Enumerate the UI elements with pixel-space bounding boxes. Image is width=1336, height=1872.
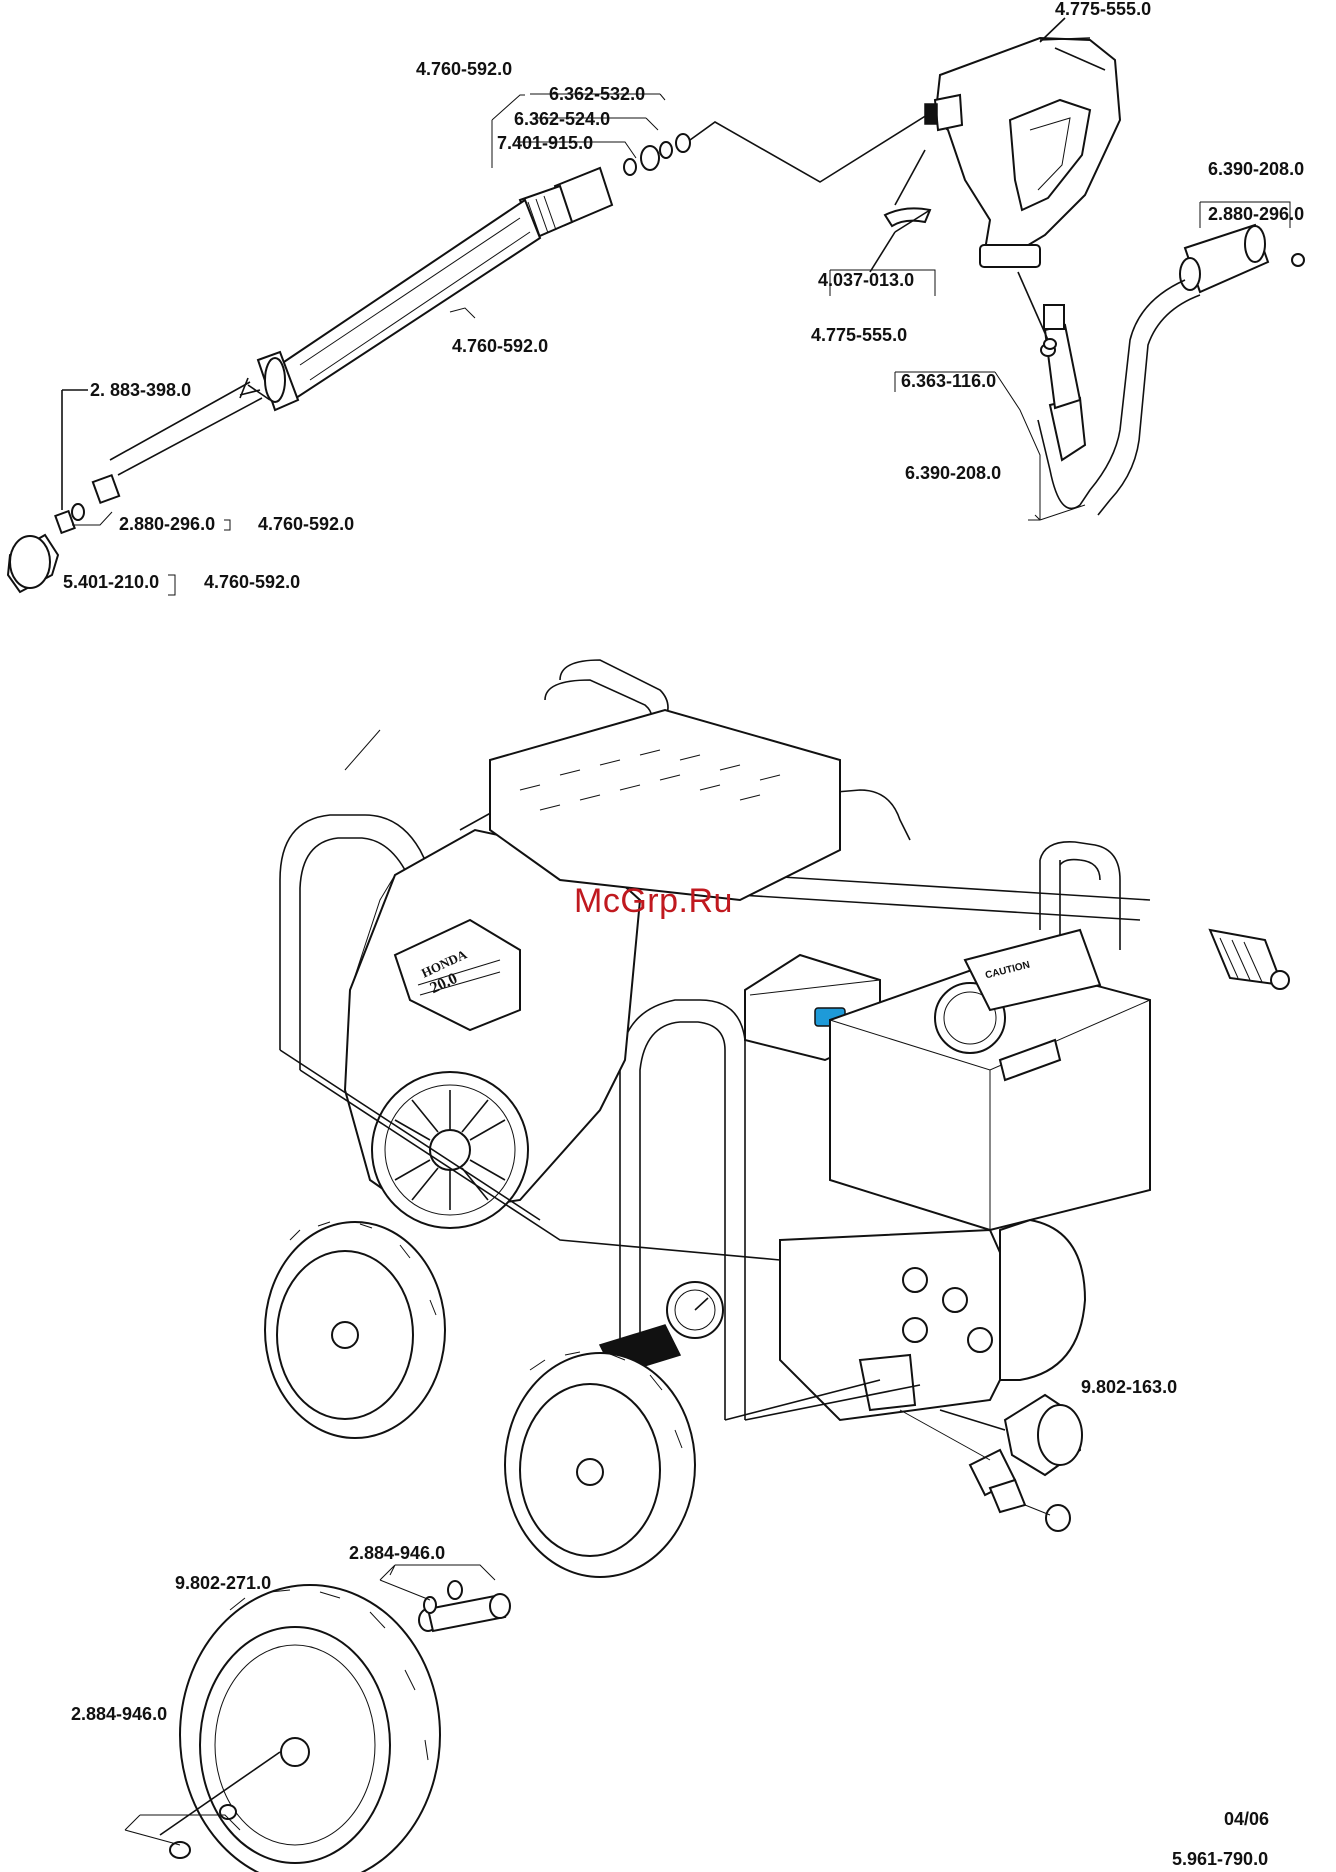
label-oring-lance: 2.880-296.0 bbox=[119, 515, 215, 533]
label-gun-kit: 4.775-555.0 bbox=[811, 326, 907, 344]
label-lance-mid: 4.760-592.0 bbox=[452, 337, 548, 355]
label-brackets bbox=[72, 94, 1290, 770]
trigger-gun bbox=[925, 38, 1120, 267]
label-oring-top: 2.880-296.0 bbox=[1208, 205, 1304, 223]
label-wheel: 9.802-271.0 bbox=[175, 1574, 271, 1592]
label-hose-top: 6.390-208.0 bbox=[1208, 160, 1304, 178]
inlet-filter bbox=[900, 1395, 1082, 1531]
label-gun-top: 4.775-555.0 bbox=[1055, 0, 1151, 18]
label-swivel: 6.363-116.0 bbox=[901, 372, 996, 390]
label-inlet: 9.802-163.0 bbox=[1081, 1378, 1177, 1396]
label-washer-kit: 2.884-946.0 bbox=[71, 1705, 167, 1723]
label-clip: 4.037-013.0 bbox=[818, 271, 914, 289]
label-seal-b: 6.362-524.0 bbox=[514, 110, 610, 128]
nozzle-assembly bbox=[8, 390, 119, 592]
label-lance-kit-b: 4.760-592.0 bbox=[204, 573, 300, 591]
high-pressure-hose bbox=[1018, 225, 1304, 515]
spare-wheel bbox=[160, 1585, 440, 1872]
label-seal-c: 7.401-915.0 bbox=[497, 134, 593, 152]
label-date: 04/06 bbox=[1224, 1810, 1269, 1828]
label-nozzle: 5.401-210.0 bbox=[63, 573, 159, 591]
label-lance-kit-a: 4.760-592.0 bbox=[258, 515, 354, 533]
label-hose: 6.390-208.0 bbox=[905, 464, 1001, 482]
label-nozzle-seal: 2. 883-398.0 bbox=[90, 381, 191, 399]
label-lance-top: 4.760-592.0 bbox=[416, 60, 512, 78]
label-axle-kit: 2.884-946.0 bbox=[349, 1544, 445, 1562]
seal-set bbox=[624, 110, 935, 182]
label-doc-number: 5.961-790.0 bbox=[1172, 1850, 1268, 1868]
label-seal-a: 6.362-532.0 bbox=[549, 85, 645, 103]
pressure-washer-machine bbox=[265, 660, 1289, 1577]
spray-lance bbox=[110, 168, 612, 475]
watermark: McGrp.Ru bbox=[574, 882, 733, 921]
